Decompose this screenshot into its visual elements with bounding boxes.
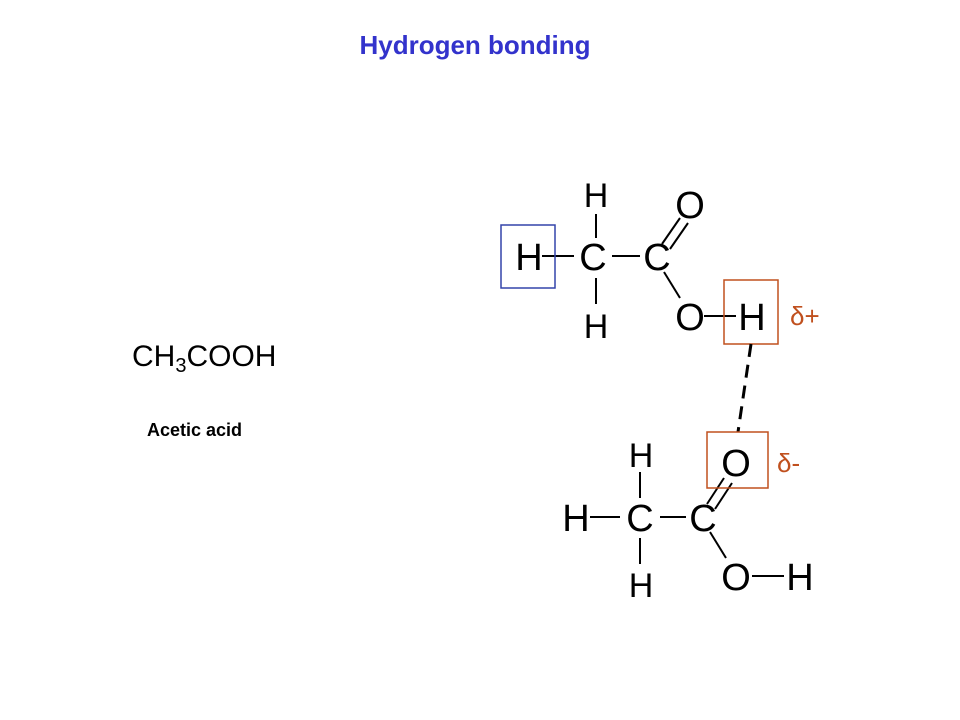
atom-h-bottom: H (584, 308, 609, 346)
bond-c2-o-double-a (661, 217, 681, 245)
page-title: Hydrogen bonding (359, 30, 591, 60)
formula-suffix: COOH (186, 340, 277, 373)
atom-c2-2: C (689, 498, 716, 540)
bond-c2-o-single (663, 271, 681, 299)
atom-o-top: O (675, 185, 705, 227)
atom-c1-2: C (626, 498, 653, 540)
atom-h-left-2: H (562, 498, 589, 540)
highlight-box-blue (500, 224, 556, 289)
bond-c2-o-double-a-2 (706, 477, 725, 505)
atom-h-hydroxyl: H (738, 297, 765, 339)
top-molecule-bonds (542, 214, 736, 317)
atom-h-hydroxyl-2: H (786, 557, 813, 599)
atom-o-hydroxyl-2: O (721, 557, 751, 599)
atom-h-bottom-2: H (629, 567, 654, 605)
atom-h-top-2: H (629, 437, 654, 475)
bottom-molecule: H O H C C H O H δ- (562, 431, 814, 605)
atom-h-left: H (515, 237, 542, 279)
hydrogen-bond-dashed-line (736, 343, 753, 433)
atom-c1: C (579, 237, 606, 279)
atom-c2: C (643, 237, 670, 279)
highlight-box-oxygen (706, 431, 769, 489)
partial-negative-charge: δ- (777, 448, 800, 478)
atom-o-carbonyl: O (721, 443, 751, 485)
bond-c2-o-double-b (669, 222, 689, 250)
formula-subscript: 3 (175, 355, 187, 377)
partial-positive-charge: δ+ (790, 301, 820, 331)
formula-prefix: CH (132, 340, 176, 373)
molecular-formula: CH3COOH (132, 340, 277, 377)
atom-o-hydroxyl: O (675, 297, 705, 339)
bond-c2-o-single-2 (709, 531, 727, 559)
compound-name: Acetic acid (147, 420, 243, 440)
atom-h-top: H (584, 177, 609, 215)
bottom-molecule-bonds (590, 472, 784, 577)
top-molecule: H O H C C H O H δ+ (500, 177, 820, 346)
